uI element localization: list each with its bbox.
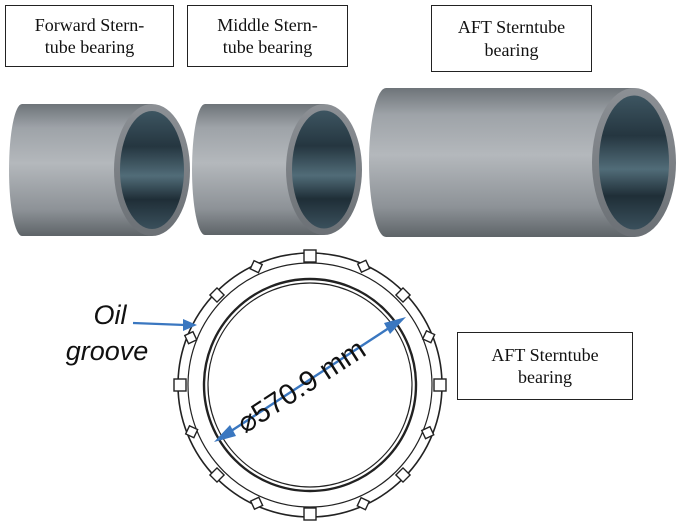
middle-bearing-label: Middle Stern- tube bearing	[187, 5, 348, 67]
forward-label-line2: tube bearing	[44, 37, 135, 57]
oil-groove-notches	[173, 249, 447, 521]
aft-section-label-line2: bearing	[518, 367, 572, 387]
middle-label-line2: tube bearing	[222, 37, 313, 57]
forward-bearing-label: Forward Stern- tube bearing	[5, 5, 174, 67]
diameter-label: ⌀570.9 mm	[231, 333, 371, 440]
middle-label-line1: Middle Stern-	[217, 14, 318, 35]
aft-bearing-tube	[369, 88, 676, 237]
aft-label-line2: bearing	[484, 39, 539, 60]
oil-groove-line2: groove	[65, 336, 149, 367]
aft-label-line1: AFT Sterntube	[457, 17, 566, 37]
oil-groove-line1: Oil	[93, 300, 127, 330]
aft-section-label: AFT Sterntube bearing	[457, 332, 633, 400]
oil-groove-arrow	[132, 319, 197, 331]
middle-bearing-tube	[192, 104, 362, 235]
oil-groove-label: Oil groove	[52, 297, 162, 370]
aft-section-label-line1: AFT Sterntube	[491, 344, 599, 365]
forward-bearing-tube	[9, 104, 190, 236]
diameter-arrow	[214, 317, 406, 442]
aft-bearing-cross-section	[173, 249, 447, 521]
aft-bearing-label: AFT Sterntube bearing	[431, 5, 592, 72]
forward-label-line1: Forward Stern-	[34, 14, 145, 35]
